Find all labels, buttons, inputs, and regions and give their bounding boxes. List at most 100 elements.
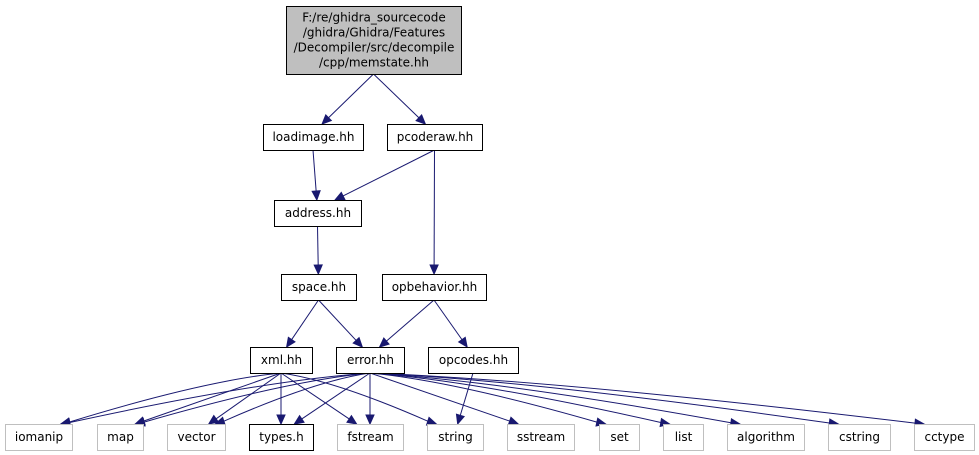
edge-arrowhead xyxy=(365,414,375,426)
node-label: sstream xyxy=(517,430,565,444)
node-cstring[interactable]: cstring xyxy=(828,424,891,451)
node-label: algorithm xyxy=(737,430,795,444)
node-box xyxy=(286,6,462,75)
node-box xyxy=(599,424,640,451)
edge-line xyxy=(143,372,371,423)
edge-pcoderaw-to-opbehavior xyxy=(429,149,439,276)
edge-arrowhead xyxy=(507,416,520,426)
edge-line xyxy=(459,372,474,416)
node-map[interactable]: map xyxy=(97,424,144,451)
edge-line xyxy=(223,372,371,422)
node-label: space.hh xyxy=(292,280,346,294)
node-box xyxy=(274,200,362,227)
node-label: cctype xyxy=(924,430,964,444)
node-label: /ghidra/Ghidra/Features xyxy=(303,26,445,40)
edge-arrowhead xyxy=(333,191,346,201)
node-opcodes[interactable]: opcodes.hh xyxy=(428,347,519,374)
node-space[interactable]: space.hh xyxy=(281,274,357,301)
node-fstream[interactable]: fstream xyxy=(337,424,404,451)
node-label: cstring xyxy=(839,430,880,444)
edge-loadimage-to-address xyxy=(311,149,321,202)
edge-space-to-xml xyxy=(285,299,319,349)
node-box xyxy=(250,347,313,374)
edge-xml-to-string xyxy=(280,372,438,426)
node-algorithm[interactable]: algorithm xyxy=(727,424,805,451)
edge-line xyxy=(69,372,282,423)
edge-line xyxy=(143,372,282,422)
node-label: fstream xyxy=(347,430,393,444)
edge-line xyxy=(373,73,420,119)
node-label: pcoderaw.hh xyxy=(397,130,474,144)
edge-xml-to-vector xyxy=(207,372,282,425)
edge-arrowhead xyxy=(352,336,364,348)
node-set[interactable]: set xyxy=(599,424,640,451)
edge-arrowhead xyxy=(415,113,427,125)
node-label: loadimage.hh xyxy=(272,130,354,144)
node-label: /Decompiler/src/decompile xyxy=(294,41,455,55)
node-box xyxy=(263,124,364,151)
node-label: string xyxy=(438,430,472,444)
node-label: opbehavior.hh xyxy=(392,280,478,294)
edge-opcodes-to-string xyxy=(455,372,474,426)
edge-arrowhead xyxy=(313,264,323,276)
node-label: vector xyxy=(177,430,215,444)
edge-arrowhead xyxy=(457,336,468,349)
edge-line xyxy=(369,372,598,423)
edge-xml-to-types xyxy=(276,373,286,426)
node-label: set xyxy=(610,430,629,444)
node-opbehavior[interactable]: opbehavior.hh xyxy=(382,274,487,301)
node-root[interactable]: F:/re/ghidra_sourcecode/ghidra/Ghidra/Fe… xyxy=(286,6,462,75)
edge-root-to-pcoderaw xyxy=(373,73,427,125)
node-box xyxy=(663,424,704,451)
node-box xyxy=(337,424,404,451)
edge-pcoderaw-to-address xyxy=(333,149,435,201)
node-label: iomanip xyxy=(15,430,63,444)
node-string[interactable]: string xyxy=(427,424,484,451)
node-box xyxy=(828,424,891,451)
edge-xml-to-fstream xyxy=(280,372,358,425)
edge-arrowhead xyxy=(425,416,438,426)
node-label: xml.hh xyxy=(261,353,302,367)
edge-error-to-list xyxy=(369,372,671,428)
edge-line xyxy=(369,372,510,422)
node-error[interactable]: error.hh xyxy=(336,347,405,374)
edge-arrowhead xyxy=(285,336,296,349)
edge-arrowhead xyxy=(276,414,286,426)
edge-xml-to-map xyxy=(134,372,282,426)
nodes-layer: F:/re/ghidra_sourcecode/ghidra/Ghidra/Fe… xyxy=(5,6,975,451)
node-sstream[interactable]: sstream xyxy=(507,424,575,451)
node-box xyxy=(382,274,487,301)
node-xml[interactable]: xml.hh xyxy=(250,347,313,374)
node-types[interactable]: types.h xyxy=(249,424,314,451)
edge-address-to-space xyxy=(313,225,323,276)
node-label: address.hh xyxy=(285,206,351,220)
edge-error-to-types xyxy=(293,372,371,425)
node-iomanip[interactable]: iomanip xyxy=(5,424,73,451)
edge-arrowhead xyxy=(429,264,439,276)
node-box xyxy=(387,124,483,151)
node-box xyxy=(427,424,484,451)
node-box xyxy=(336,347,405,374)
edge-error-to-map xyxy=(134,372,371,427)
node-pcoderaw[interactable]: pcoderaw.hh xyxy=(387,124,483,151)
edge-arrowhead xyxy=(346,414,358,425)
node-list[interactable]: list xyxy=(663,424,704,451)
edge-opbehavior-to-error xyxy=(378,299,435,348)
node-address[interactable]: address.hh xyxy=(274,200,362,227)
node-box xyxy=(249,424,314,451)
node-box xyxy=(914,424,975,451)
node-box xyxy=(507,424,575,451)
edge-line xyxy=(69,372,371,424)
edge-arrowhead xyxy=(378,337,390,348)
node-loadimage[interactable]: loadimage.hh xyxy=(263,124,364,151)
edge-line xyxy=(312,149,317,192)
edge-root-to-loadimage xyxy=(321,73,374,125)
node-cctype[interactable]: cctype xyxy=(914,424,975,451)
edge-line xyxy=(369,372,732,424)
node-vector[interactable]: vector xyxy=(167,424,226,451)
node-box xyxy=(428,347,519,374)
edge-opbehavior-to-opcodes xyxy=(433,299,468,349)
edge-line xyxy=(317,225,319,266)
edge-line xyxy=(291,299,319,340)
